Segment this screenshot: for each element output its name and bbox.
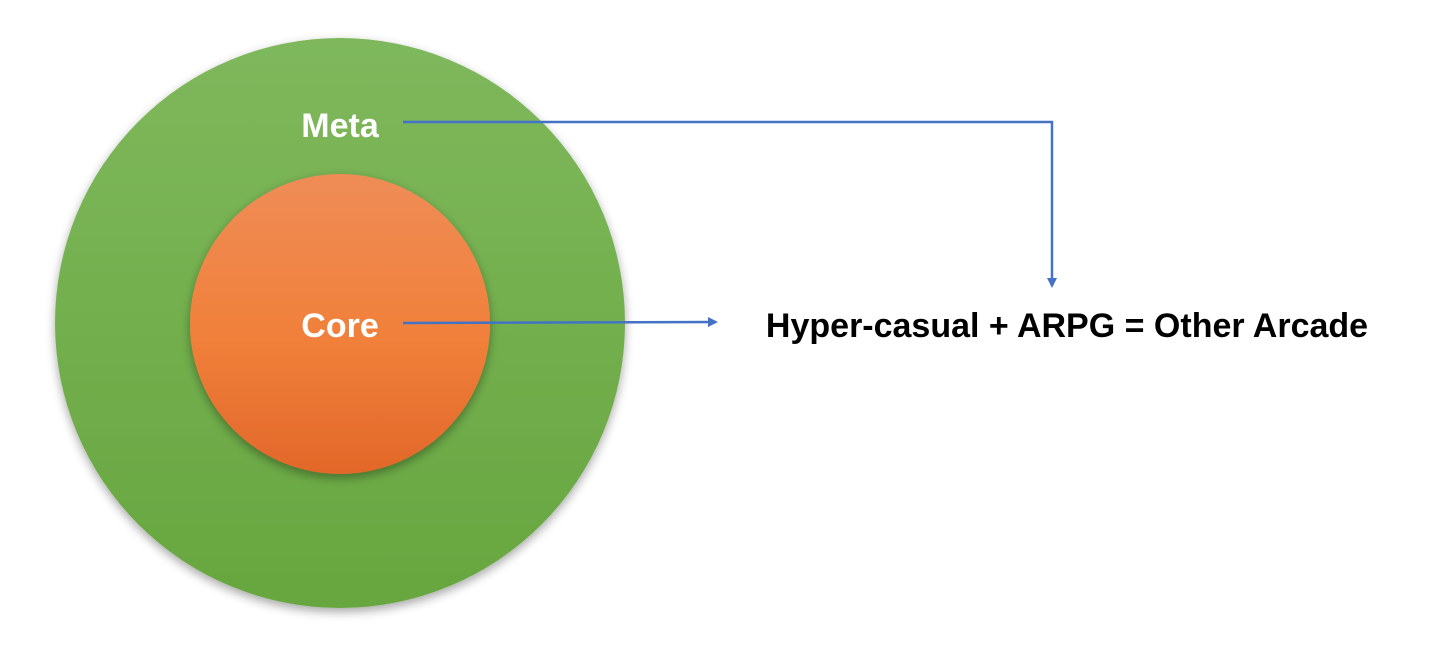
inner-circle-core <box>190 174 490 474</box>
meta-label: Meta <box>301 107 380 145</box>
result-text: Hyper-casual + ARPG = Other Arcade <box>766 307 1368 345</box>
meta-connector-arrow <box>403 120 1057 288</box>
core-label: Core <box>301 307 378 345</box>
core-connector-arrow <box>402 317 718 328</box>
